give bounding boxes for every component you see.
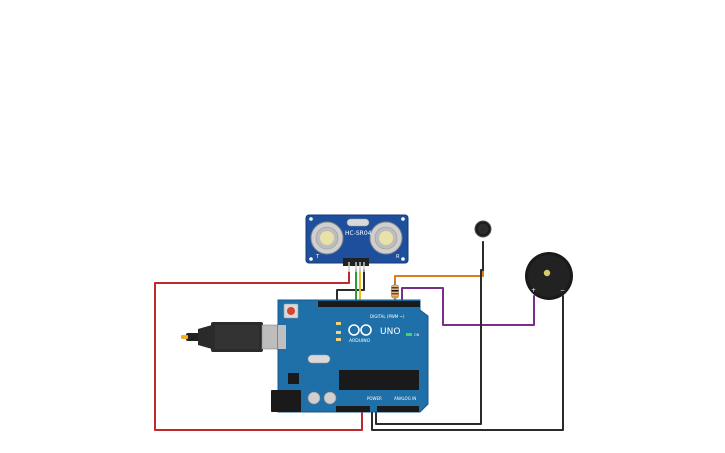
sensor-r-mark: R <box>396 254 400 260</box>
wire-black-buzzer-gnd[interactable] <box>371 295 564 431</box>
buzzer-plus-label: + <box>531 287 536 294</box>
wire-purple-buzzer[interactable] <box>401 287 535 326</box>
analog-header-label: ANALOG IN <box>394 396 416 401</box>
arduino-uno-board[interactable]: UNO ARDUINO DIGITAL (PWM ~) POWER ANALOG… <box>271 299 429 413</box>
led-tx <box>336 331 341 334</box>
buzzer-minus-label: − <box>560 287 565 294</box>
atmega-chip <box>339 370 419 390</box>
resistor[interactable] <box>391 281 399 303</box>
sensor-model-label: HC-SR04 <box>345 230 372 237</box>
capacitor <box>307 391 321 405</box>
digital-header[interactable] <box>318 301 420 307</box>
led-l <box>336 322 341 325</box>
wire-black-gnd-sensor[interactable] <box>336 269 365 301</box>
crystal <box>307 354 331 364</box>
reset-button[interactable] <box>283 303 299 319</box>
analog-header[interactable] <box>377 406 419 412</box>
power-header-label: POWER <box>367 396 382 401</box>
voltage-regulator <box>288 373 299 384</box>
power-header[interactable] <box>336 406 370 412</box>
digital-header-label: DIGITAL (PWM ~) <box>370 314 405 319</box>
vibration-motor[interactable] <box>474 220 492 238</box>
board-model-label: UNO <box>380 327 400 337</box>
piezo-buzzer[interactable]: + − <box>525 252 573 300</box>
led-rx <box>336 338 341 341</box>
sensor-t-mark: T <box>315 254 320 260</box>
transducer-left <box>310 221 344 255</box>
ultrasonic-sensor[interactable]: HC-SR04 T R <box>305 214 409 272</box>
power-jack <box>271 390 301 412</box>
transducer-right <box>369 221 403 255</box>
capacitor <box>323 391 337 405</box>
on-led-label: ON <box>414 333 420 337</box>
usb-cable[interactable] <box>181 322 281 352</box>
arduino-logo <box>348 324 372 336</box>
led-on <box>406 333 412 336</box>
wire-black-motor-gnd[interactable] <box>375 241 484 425</box>
usb-port <box>278 325 286 349</box>
board-brand-label: ARDUINO <box>349 338 371 344</box>
wire-red-5v[interactable] <box>154 271 363 431</box>
